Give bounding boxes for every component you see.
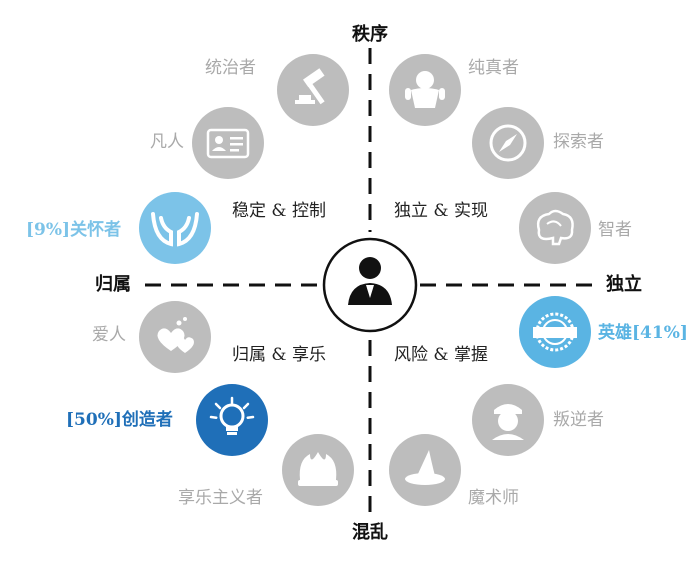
axis-label-left: 归属 [95,274,131,295]
lightbulb-icon [209,396,255,435]
archetype-label-caregiver: [9%]关怀者 [26,220,122,240]
archetype-label-innocent: 纯真者 [468,58,519,78]
archetype-innocent [389,54,461,126]
archetype-magician [389,434,461,506]
id-card-icon [206,128,250,159]
archetype-creator [196,384,268,456]
archetype-label-lover: 爱人 [92,325,126,345]
archetype-jester [282,434,354,506]
wizard-hat-icon [405,450,445,485]
archetype-label-rebel: 叛逆者 [553,410,604,430]
quadrant-label-bottom-right: 风险 & 掌握 [394,345,488,365]
archetype-label-regular: 凡人 [150,132,184,152]
archetype-explorer [472,107,544,179]
compass-icon [489,124,527,162]
archetype-regular [192,107,264,179]
archetype-label-magician: 魔术师 [468,488,519,508]
archetype-lover [139,301,211,373]
archetype-label-explorer: 探索者 [553,132,604,152]
rebel-face-icon [492,404,524,440]
axis-label-top: 秩序 [352,24,388,45]
brain-icon [536,209,574,246]
axis-label-right: 独立 [606,274,642,295]
archetype-disc [139,192,211,264]
archetype-rebel [472,384,544,456]
baby-icon [405,71,445,108]
archetype-label-hero: 英雄[41%] [598,323,688,343]
archetype-disc [196,384,268,456]
gavel-icon [295,68,325,105]
quadrant-label-bottom-left: 归属 & 享乐 [232,345,326,365]
caring-hands-icon [151,212,199,247]
quadrant-label-top-right: 独立 & 实现 [394,201,488,221]
archetype-label-sage: 智者 [598,220,632,240]
archetype-ruler [277,54,349,126]
archetype-sage [519,192,591,264]
quadrant-label-top-left: 稳定 & 控制 [232,201,326,221]
archetype-caregiver [139,192,211,264]
jester-hat-icon [298,452,338,486]
axis-label-bottom: 混乱 [352,522,388,543]
archetype-label-creator: [50%]创造者 [66,410,173,430]
archetype-hero [519,296,591,368]
archetype-disc [192,107,264,179]
hearts-icon [157,317,194,353]
badge-icon [533,312,577,352]
archetype-label-ruler: 统治者 [205,58,256,78]
archetype-label-jester: 享乐主义者 [178,488,263,508]
center-node [322,237,418,333]
person-icon [348,257,392,305]
archetype-disc [519,192,591,264]
